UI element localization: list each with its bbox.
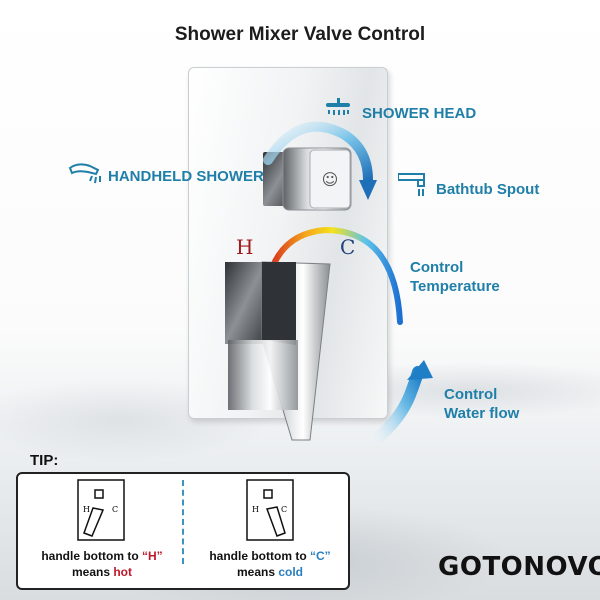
- valve-letter-c: C: [340, 235, 355, 259]
- tip-heading: TIP:: [30, 452, 59, 469]
- tip-diagram-hot-h: H: [83, 505, 90, 514]
- svg-text:☺: ☺: [322, 170, 339, 189]
- handheld-shower-icon: [68, 163, 101, 184]
- tip-text-hot-means: means: [71, 565, 114, 579]
- page-title: Shower Mixer Valve Control: [174, 24, 426, 45]
- tip-diagram-cold-c: C: [281, 505, 287, 514]
- diverter-arrow: [263, 121, 373, 185]
- control-temperature-line2: Temperature: [410, 278, 500, 295]
- control-water-flow-line2: Water flow: [444, 405, 520, 422]
- handheld-shower-label: HANDHELD SHOWER: [108, 168, 264, 185]
- tip-text-hot: handle bottom to “H” means hot: [20, 548, 184, 580]
- diverter-knob: ☺: [263, 147, 352, 211]
- control-water-flow-label: Control Water flow: [444, 385, 519, 423]
- tip-diagram-hot-c: C: [112, 505, 118, 514]
- brand-logo: GOTONOVO: [438, 552, 600, 582]
- tip-diagram-cold: H C: [246, 479, 294, 541]
- tip-text-cold-means: means: [236, 565, 279, 579]
- tip-text-cold-value: cold: [278, 565, 304, 579]
- control-temperature-line1: Control: [410, 259, 464, 276]
- control-water-flow-line1: Control: [444, 386, 498, 403]
- tip-text-cold-letter: “C”: [309, 549, 331, 563]
- bathtub-spout-icon: [398, 173, 425, 196]
- tip-text-cold-line2: means cold: [188, 564, 352, 580]
- tip-text-hot-value: hot: [113, 565, 132, 579]
- tip-text-hot-prefix: handle bottom to: [41, 549, 142, 563]
- tip-text-cold-prefix: handle bottom to: [209, 549, 310, 563]
- shower-head-label: SHOWER HEAD: [362, 105, 477, 122]
- tip-divider: [182, 480, 184, 564]
- tip-text-hot-letter: “H”: [141, 549, 163, 563]
- mixer-handle: [225, 261, 331, 441]
- shower-head-icon: [326, 98, 350, 115]
- tip-text-hot-line2: means hot: [20, 564, 184, 580]
- tip-diagram-hot: H C: [77, 479, 125, 541]
- water-flow-arrow-head: [407, 360, 433, 380]
- tip-text-cold: handle bottom to “C” means cold: [188, 548, 352, 580]
- valve-letter-h: H: [236, 235, 253, 259]
- water-flow-arrow: [369, 366, 424, 446]
- bathtub-spout-label: Bathtub Spout: [436, 181, 540, 198]
- tip-text-hot-line1: handle bottom to “H”: [20, 548, 184, 564]
- tip-text-cold-line1: handle bottom to “C”: [188, 548, 352, 564]
- control-temperature-label: Control Temperature: [410, 258, 500, 296]
- diverter-arrow-head: [359, 180, 377, 200]
- tip-diagram-cold-h: H: [252, 505, 259, 514]
